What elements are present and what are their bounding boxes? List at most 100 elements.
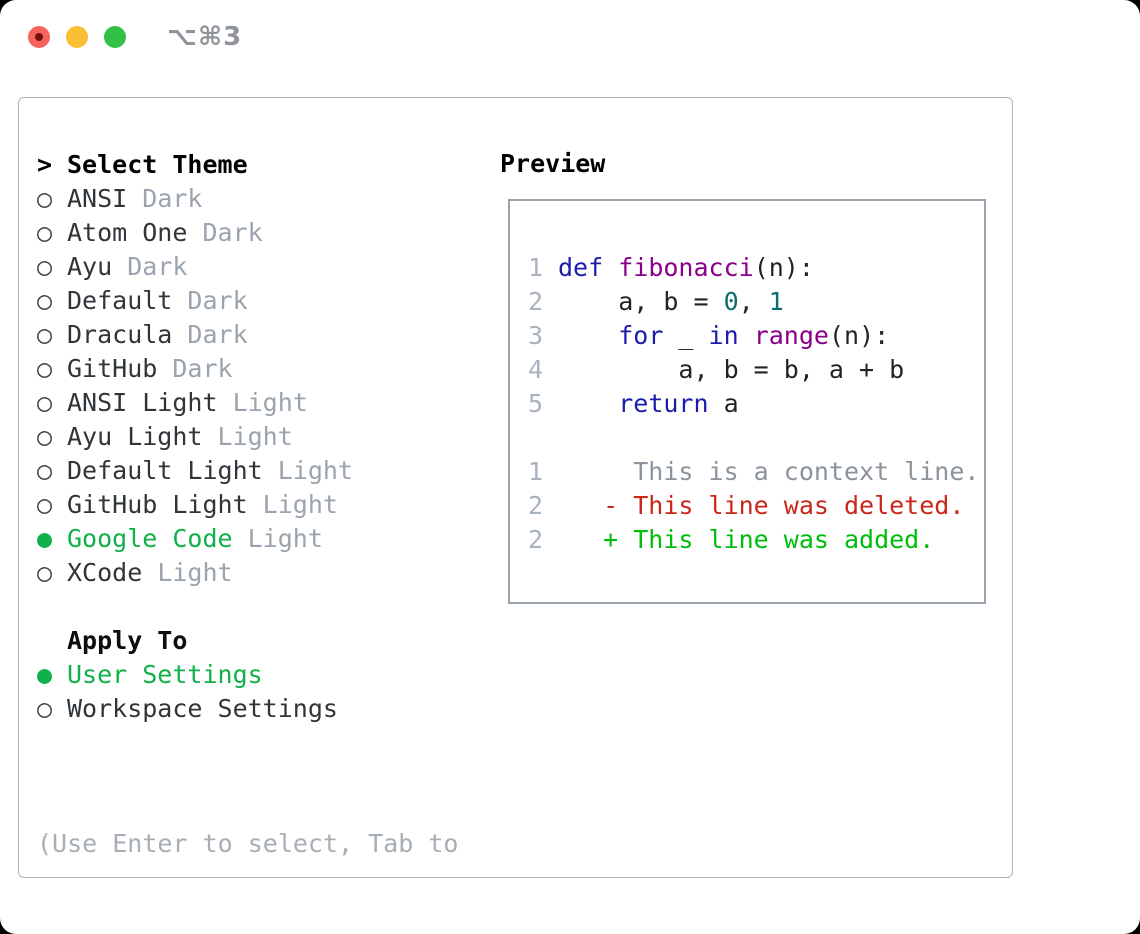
line-number: 2 [528, 286, 544, 316]
theme-name: Dracula [67, 319, 188, 349]
radio-icon: ○ [37, 251, 53, 281]
diff-content: This is a context line. [558, 456, 980, 486]
theme-item-github-light-light[interactable]: ○ GitHub Light Light [37, 487, 458, 521]
apply-to-title: Apply To [67, 625, 188, 655]
theme-picker: > Select Theme ○ANSI Dark○Atom One Dark○… [37, 147, 458, 934]
radio-icon: ○ [37, 455, 53, 485]
diff-preview: 1 This is a context line.2 - This line w… [528, 454, 984, 556]
theme-variant: Dark [127, 251, 188, 281]
theme-variant: Light [217, 421, 293, 451]
line-number: 1 [528, 456, 544, 486]
radio-icon: ○ [37, 217, 53, 247]
theme-name: Google Code [67, 523, 248, 553]
hint-line-2: change focus) [37, 929, 458, 934]
diff-line-added: 2 + This line was added. [528, 522, 984, 556]
apply-option-workspace-settings[interactable]: ○ Workspace Settings [37, 691, 458, 725]
theme-item-dracula-dark[interactable]: ○Dracula Dark [37, 317, 458, 351]
code-content: a, b = 0, 1 [558, 286, 784, 316]
theme-variant: Light [277, 455, 353, 485]
line-number: 3 [528, 320, 544, 350]
theme-name: ANSI Light [67, 387, 233, 417]
cursor-marker-icon: > [37, 149, 53, 179]
code-line: 3 for _ in range(n): [528, 318, 984, 352]
theme-variant: Dark [187, 319, 248, 349]
radio-icon: ○ [37, 489, 53, 519]
spacer [37, 725, 458, 759]
theme-name: XCode [67, 557, 158, 587]
code-line: 2 a, b = 0, 1 [528, 284, 984, 318]
diff-line-context: 1 This is a context line. [528, 454, 984, 488]
zoom-button[interactable] [104, 26, 126, 48]
theme-variant: Light [157, 557, 233, 587]
minimize-button[interactable] [66, 26, 88, 48]
radio-icon: ○ [37, 183, 53, 213]
radio-icon: ○ [37, 387, 53, 417]
hint-text: (Use Enter to select, Tab to change focu… [37, 759, 458, 934]
diff-line-deleted: 2 - This line was deleted. [528, 488, 984, 522]
radio-icon: ○ [37, 693, 53, 723]
code-content: a, b = b, a + b [558, 354, 905, 384]
preview-title: Preview [500, 149, 606, 178]
radio-selected-icon: ● [37, 659, 53, 689]
theme-dialog: > Select Theme ○ANSI Dark○Atom One Dark○… [18, 97, 1013, 934]
theme-item-atom-one-dark[interactable]: ○ Atom One Dark [37, 215, 458, 249]
apply-to-header: Apply To [37, 623, 458, 657]
apply-to-list: ● User Settings ○ Workspace Settings [37, 657, 458, 725]
hint-line-1: (Use Enter to select, Tab to [37, 829, 459, 858]
code-content: return a [618, 388, 739, 418]
code-line: 5 return a [528, 386, 984, 420]
theme-variant: Dark [187, 285, 248, 315]
theme-variant: Light [262, 489, 338, 519]
theme-variant: Dark [172, 353, 233, 383]
theme-name: ANSI [67, 183, 143, 213]
theme-variant: Light [247, 523, 323, 553]
theme-item-google-code-light[interactable]: ●Google Code Light [37, 521, 458, 555]
select-theme-header: > Select Theme [37, 147, 458, 181]
code-content: def fibonacci(n): [558, 252, 814, 282]
line-number: 1 [528, 252, 544, 282]
theme-item-default-light-light[interactable]: ○ Default Light Light [37, 453, 458, 487]
theme-name: Ayu [67, 251, 128, 281]
theme-name: Default Light [67, 455, 278, 485]
apply-option-label: Workspace Settings [67, 693, 338, 723]
radio-icon: ○ [37, 421, 53, 451]
theme-item-github-dark[interactable]: ○ GitHub Dark [37, 351, 458, 385]
window-title: ⌥⌘3 [167, 22, 243, 52]
theme-name: Default [67, 285, 188, 315]
close-button[interactable] [28, 26, 50, 48]
theme-item-ansi-dark[interactable]: ○ ANSI Dark [37, 181, 458, 215]
apply-option-label: User Settings [67, 659, 263, 689]
spacer [37, 589, 458, 623]
theme-name: GitHub [67, 353, 173, 383]
theme-variant: Dark [202, 217, 263, 247]
line-number: 5 [528, 388, 544, 418]
theme-name: Ayu Light [67, 421, 218, 451]
theme-item-ayu-light-light[interactable]: ○ Ayu Light Light [37, 419, 458, 453]
code-content: for _ in range(n): [618, 320, 890, 350]
theme-item-xcode-light[interactable]: ○ XCode Light [37, 555, 458, 589]
theme-item-default-dark[interactable]: ○ Default Dark [37, 283, 458, 317]
unsaved-indicator-dot [35, 33, 43, 41]
select-theme-title: Select Theme [67, 149, 248, 179]
apply-option-user-settings[interactable]: ● User Settings [37, 657, 458, 691]
theme-item-ayu-dark[interactable]: ○ Ayu Dark [37, 249, 458, 283]
code-line: 1 def fibonacci(n): [528, 250, 984, 284]
theme-list: ○ ANSI Dark ○ Atom One Dark ○ Ayu Dark ○ Defaul… [37, 181, 458, 589]
theme-name: Atom One [67, 217, 203, 247]
theme-variant: Light [232, 387, 308, 417]
diff-content: + This line was added. [558, 524, 935, 554]
code-line: 4 a, b = b, a + b [528, 352, 984, 386]
theme-variant: Dark [142, 183, 203, 213]
radio-icon: ○ [37, 557, 53, 587]
radio-icon: ○ [37, 353, 53, 383]
theme-item-ansi-light-light[interactable]: ○ ANSI Light Light [37, 385, 458, 419]
radio-icon: ○ [37, 285, 53, 315]
line-number: 2 [528, 490, 544, 520]
diff-content: - This line was deleted. [558, 490, 965, 520]
theme-name: GitHub Light [67, 489, 263, 519]
line-number: 4 [528, 354, 544, 384]
line-number: 2 [528, 524, 544, 554]
